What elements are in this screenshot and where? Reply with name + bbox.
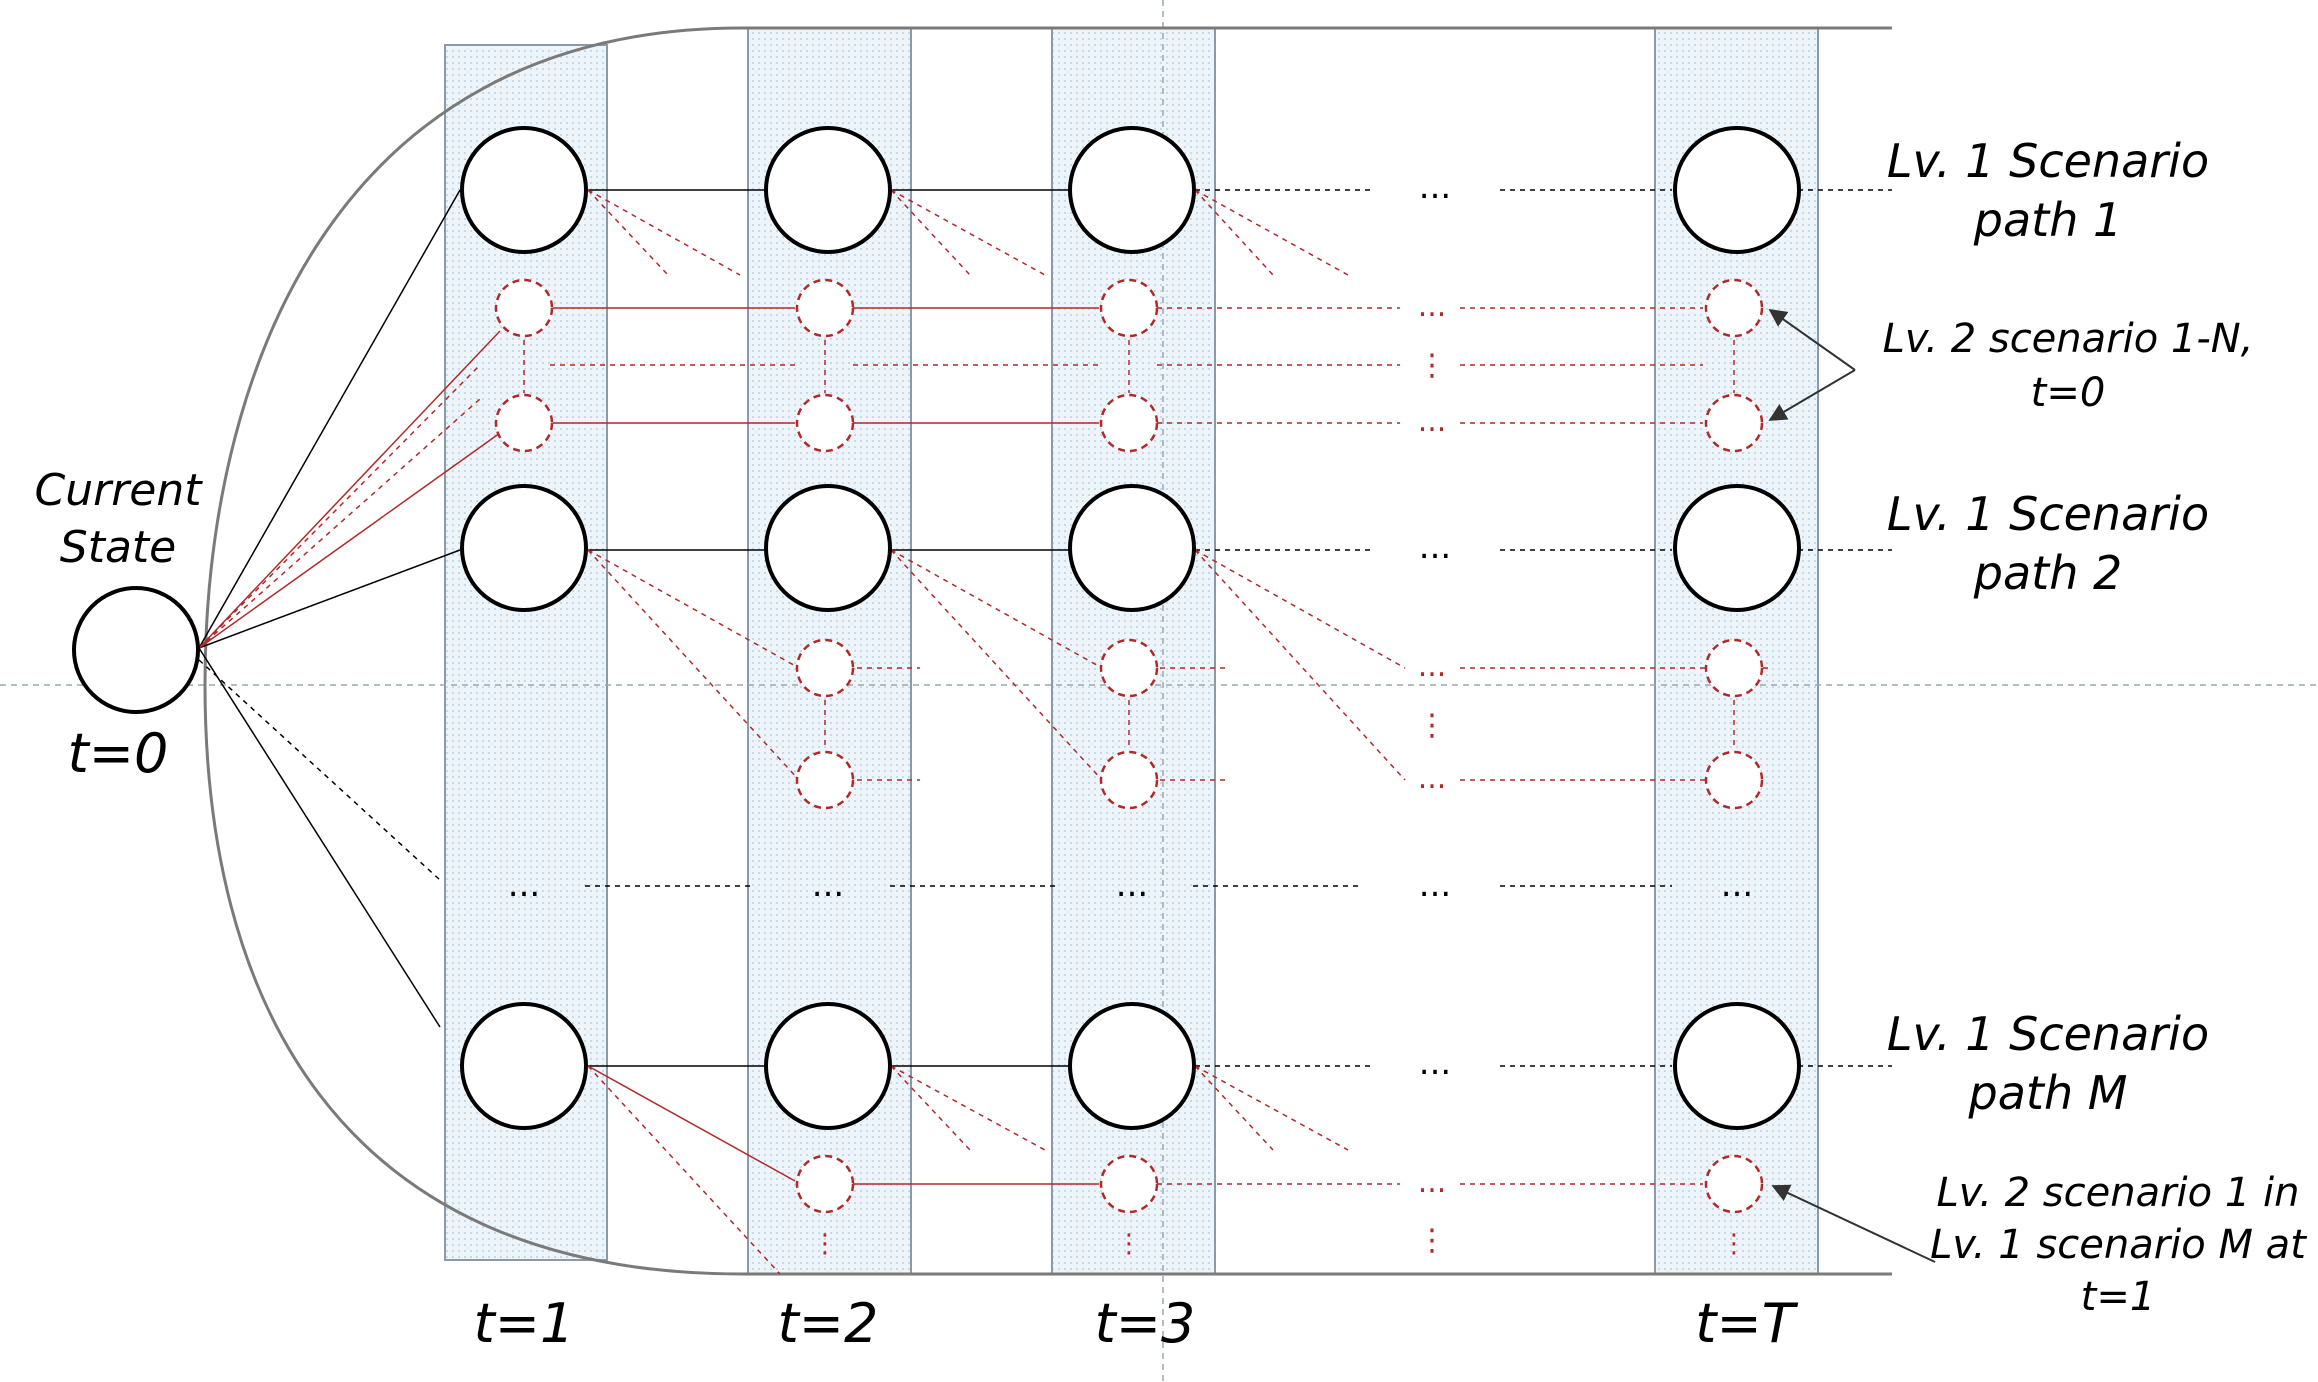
current-state-node xyxy=(72,586,200,714)
ellipsis: ... xyxy=(1721,865,1753,905)
current-state-label-line2: State xyxy=(60,522,176,573)
node-pathM-t2 xyxy=(764,1002,892,1130)
lv2-nodes xyxy=(494,278,1764,1214)
node-path2-tT xyxy=(1673,484,1801,612)
node-path2-t2 xyxy=(764,484,892,612)
lv2-node xyxy=(795,1154,855,1214)
ellipsis: ... xyxy=(1418,289,1447,324)
lv2-top-note-line2: t=0 xyxy=(2031,370,2106,416)
ellipsis: ... xyxy=(1418,761,1447,796)
time-label-t1: t=1 xyxy=(474,1292,575,1355)
time-label-t3: t=3 xyxy=(1095,1292,1196,1355)
ellipsis: ... xyxy=(1419,1043,1451,1083)
lv2-node xyxy=(795,638,855,698)
pathM-label-line1: Lv. 1 Scenario xyxy=(1887,1007,2209,1061)
lv2-node xyxy=(494,278,554,338)
node-path1-t1 xyxy=(460,126,588,254)
root-edges-red-dashed xyxy=(198,364,481,649)
node-pathM-t3 xyxy=(1068,1002,1196,1130)
ellipsis: ... xyxy=(1418,649,1447,684)
time-label-t2: t=2 xyxy=(778,1292,879,1355)
path2-label-line1: Lv. 1 Scenario xyxy=(1887,487,2209,541)
lv2-node xyxy=(1704,750,1764,810)
lv1-nodes xyxy=(460,126,1801,1130)
node-pathM-tT xyxy=(1673,1002,1801,1130)
lv2-node xyxy=(1099,1154,1159,1214)
vdots: ⋮ xyxy=(1417,1223,1447,1258)
path1-label-line2: path 1 xyxy=(1973,193,2122,247)
lv2-node xyxy=(1099,638,1159,698)
time-label-t0: t=0 xyxy=(68,722,169,785)
lv2-branches xyxy=(553,307,1099,1185)
vdots: ⋮ xyxy=(812,1229,838,1259)
ellipsis: ... xyxy=(1419,167,1451,207)
scenario-envelope xyxy=(203,26,1892,1276)
current-state-label-line1: Current xyxy=(35,465,204,516)
lv2-node xyxy=(1704,1154,1764,1214)
node-path2-t1 xyxy=(460,484,588,612)
vdots: ⋮ xyxy=(1417,708,1447,743)
lv2-node xyxy=(1704,638,1764,698)
lv2-top-note-line1: Lv. 2 scenario 1-N, xyxy=(1883,316,2254,362)
red-ellipsis-markers: ... ... ... ... ... ⋮ ⋮ ⋮ ⋮ ⋮ ⋮ xyxy=(812,289,1747,1259)
path2-label-line2: path 2 xyxy=(1973,546,2122,600)
lv2-node xyxy=(494,393,554,453)
vdots: ⋮ xyxy=(1417,348,1447,383)
ellipsis: ... xyxy=(1419,527,1451,567)
lv2-branches-dashed xyxy=(523,189,1770,1275)
path1-label-line1: Lv. 1 Scenario xyxy=(1887,134,2209,188)
lv2-node xyxy=(795,393,855,453)
node-pathM-t1 xyxy=(460,1002,588,1130)
ellipsis: ... xyxy=(1418,404,1447,439)
vdots: ⋮ xyxy=(1116,1229,1142,1259)
lv2-bottom-note-line2: Lv. 1 scenario M at xyxy=(1930,1222,2307,1268)
lv2-node xyxy=(795,750,855,810)
lv2-node xyxy=(1099,750,1159,810)
ellipsis-markers: ... ... ... ... ... ... ... ... xyxy=(508,167,1753,1083)
node-path1-tT xyxy=(1673,126,1801,254)
lv1-connectors-dashed xyxy=(585,189,1892,1067)
lv2-node xyxy=(1099,393,1159,453)
lv2-bottom-note-line3: t=1 xyxy=(2081,1274,2156,1320)
ellipsis: ... xyxy=(1419,865,1451,905)
root-edges-red xyxy=(198,330,501,649)
lv2-node xyxy=(1704,393,1764,453)
lv2-node xyxy=(1704,278,1764,338)
node-path1-t3 xyxy=(1068,126,1196,254)
ellipsis: ... xyxy=(1418,1165,1447,1200)
ellipsis: ... xyxy=(812,865,844,905)
root-edges-dashed xyxy=(198,659,441,881)
root-edges xyxy=(198,189,461,1028)
lv2-node xyxy=(1099,278,1159,338)
node-path1-t2 xyxy=(764,126,892,254)
ellipsis: ... xyxy=(508,865,540,905)
lv1-connectors xyxy=(588,189,1069,1067)
annotation-arrows xyxy=(1768,308,1936,1263)
node-path2-t3 xyxy=(1068,484,1196,612)
lv2-node xyxy=(795,278,855,338)
time-label-tT: t=T xyxy=(1695,1292,1798,1355)
pathM-label-line2: path M xyxy=(1968,1066,2128,1120)
lv2-bottom-note-line1: Lv. 2 scenario 1 in xyxy=(1937,1170,2300,1216)
vdots: ⋮ xyxy=(1721,1229,1747,1259)
ellipsis: ... xyxy=(1116,865,1148,905)
